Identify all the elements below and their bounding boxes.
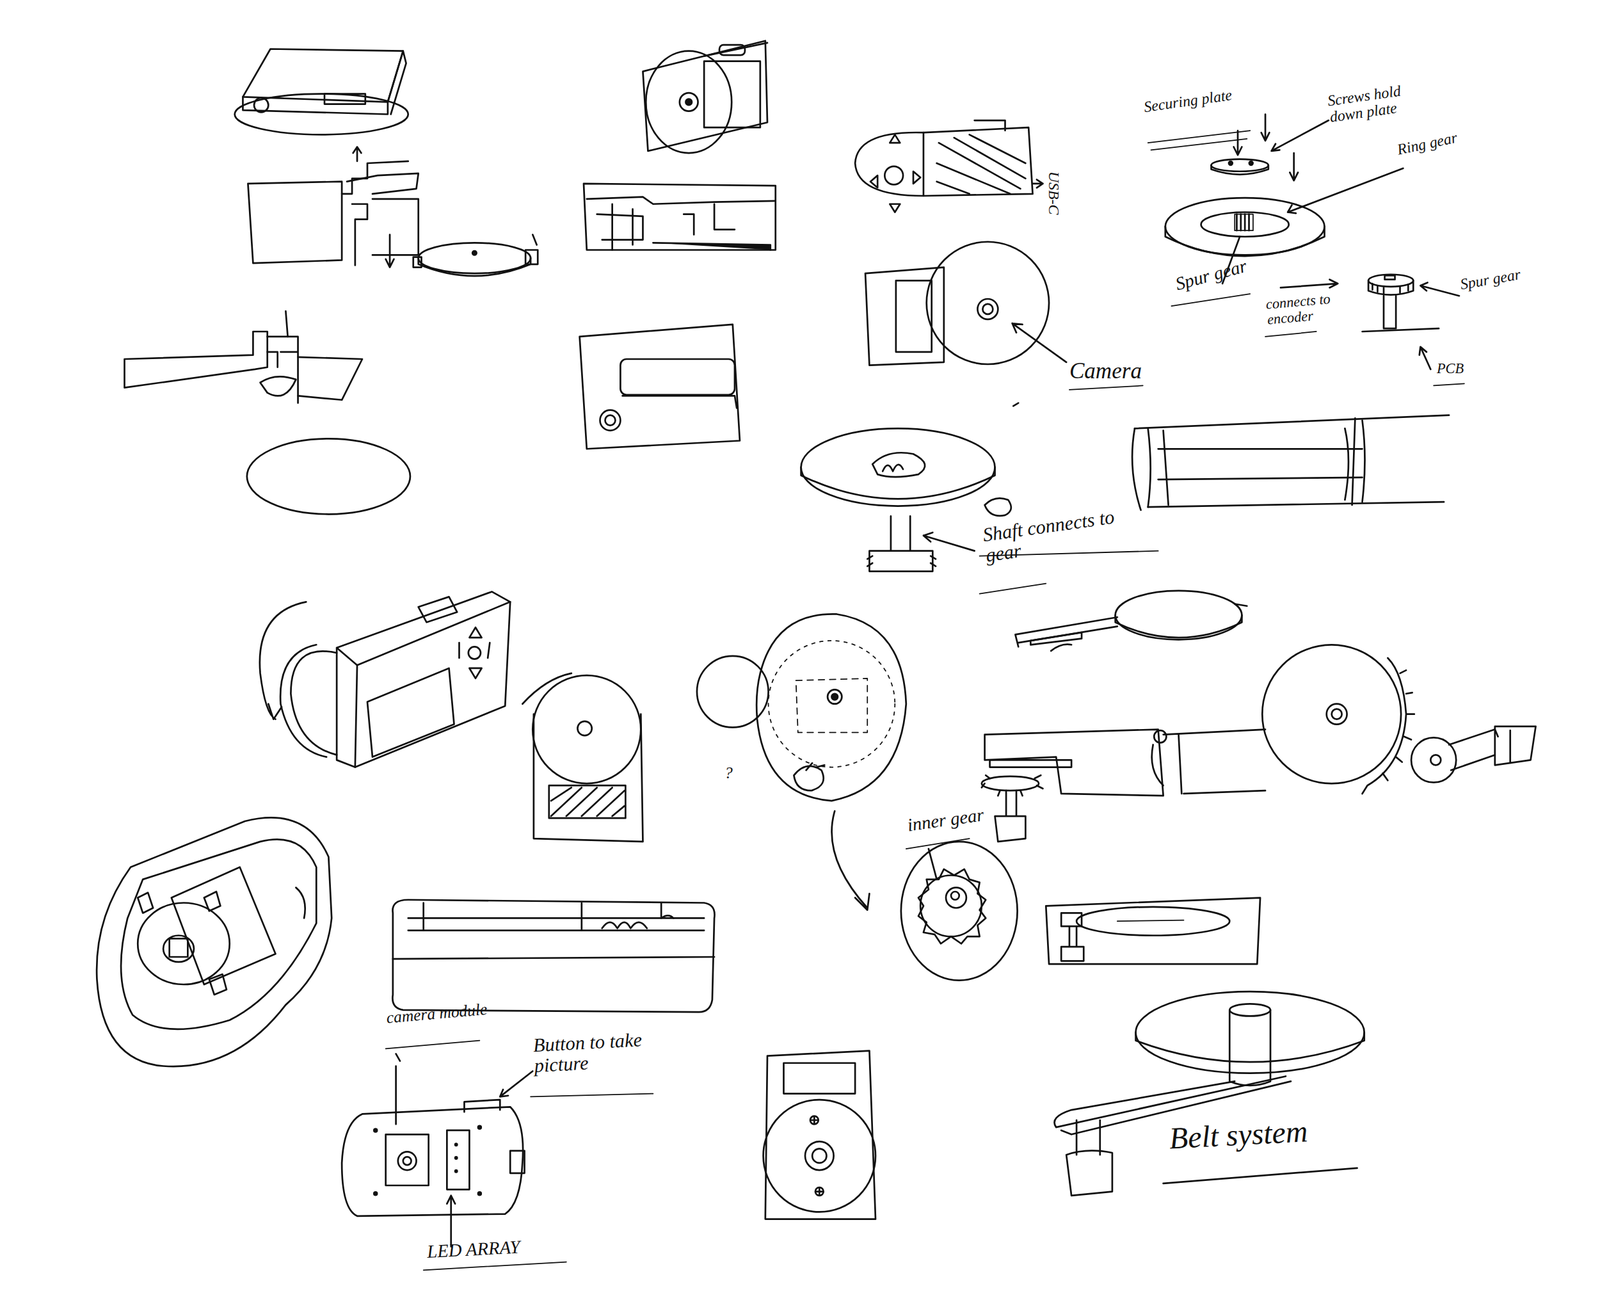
handwritten-label: inner gear (906, 805, 985, 836)
box-slot (579, 324, 740, 449)
handwritten-label: Button to take picture (532, 1028, 667, 1076)
inner-gear (901, 838, 1018, 981)
arm-clip (124, 311, 363, 403)
handwritten-label: Screws hold down plate (1326, 80, 1424, 126)
slider-sketch (247, 147, 418, 268)
handwritten-label: connects to encoder (1265, 289, 1358, 328)
handwritten-label: Shaft connects to gear (981, 504, 1140, 566)
disc-clip (413, 234, 539, 277)
standing-device (522, 673, 643, 842)
camera-module-board (341, 1040, 653, 1271)
slider-disc (1015, 590, 1247, 651)
box-on-base (234, 49, 409, 136)
camera-wheel-box (259, 591, 511, 767)
device-disk (763, 1050, 876, 1220)
handwritten-label: Securing plate (1143, 87, 1234, 116)
handwritten-label: Ring gear (1395, 129, 1459, 159)
handwritten-label: ? (724, 764, 733, 783)
turntable-shaft (801, 428, 1159, 594)
handwritten-label: USB-C (1045, 171, 1062, 216)
big-gear-disc (696, 613, 907, 910)
handwritten-label: Spur gear (1173, 256, 1250, 295)
handwritten-label: PCB (1436, 362, 1464, 377)
ring-gear-exploded (1148, 114, 1465, 386)
camera-box (642, 40, 768, 153)
camera-disk-box (865, 241, 1144, 407)
interior-section (583, 183, 776, 251)
handwritten-label: Spur gear (1459, 266, 1522, 294)
device-controls (855, 120, 1043, 212)
rounded-device (96, 817, 332, 1067)
slider-disc-lower (1045, 897, 1261, 965)
ring (247, 438, 411, 514)
gear-mechanism (981, 644, 1536, 842)
handwritten-label: Belt system (1168, 1114, 1309, 1154)
handwritten-label: Camera (1069, 359, 1142, 383)
handwritten-label: camera module (385, 1000, 489, 1028)
belt-system (1054, 991, 1365, 1196)
handwritten-label: LED ARRAY (426, 1237, 521, 1263)
long-box (392, 899, 715, 1012)
long-bar (1132, 415, 1449, 511)
